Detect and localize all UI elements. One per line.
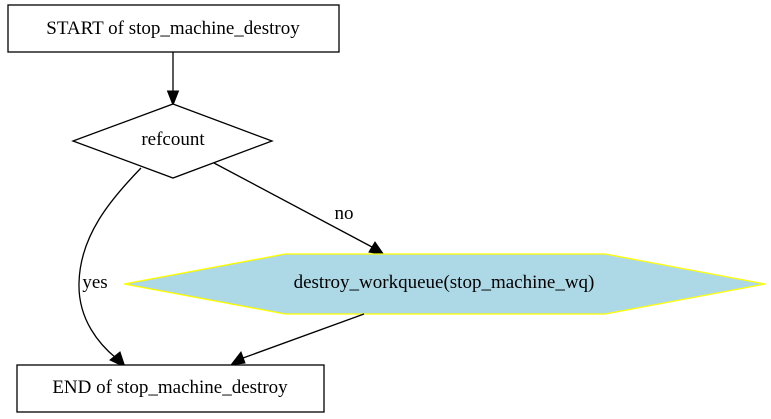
arrowhead bbox=[368, 241, 386, 256]
edge-start-to-refcount bbox=[166, 52, 180, 107]
arrowhead bbox=[166, 90, 180, 107]
end-node: END of stop_machine_destroy bbox=[16, 364, 325, 413]
start-node-label: START of stop_machine_destroy bbox=[46, 18, 300, 39]
destroy-workqueue-label: destroy_workqueue(stop_machine_wq) bbox=[294, 272, 595, 293]
end-node-box bbox=[16, 364, 325, 413]
destroy-workqueue-node: destroy_workqueue(stop_machine_wq) bbox=[123, 253, 766, 315]
end-node-label: END of stop_machine_destroy bbox=[52, 377, 288, 398]
refcount-diamond bbox=[71, 103, 274, 179]
arrowhead bbox=[109, 351, 126, 368]
refcount-decision-node: refcount bbox=[71, 103, 274, 179]
arrowhead bbox=[229, 350, 246, 366]
destroy-workqueue-hexagon bbox=[123, 253, 766, 315]
edge-refcount-no: no bbox=[213, 162, 386, 256]
edge-action-to-end bbox=[229, 313, 365, 366]
edge-refcount-yes: yes bbox=[78, 167, 142, 368]
edge-no-label: no bbox=[335, 203, 354, 224]
refcount-label: refcount bbox=[141, 129, 205, 150]
start-node-box bbox=[7, 4, 340, 53]
edge-yes-label: yes bbox=[82, 272, 107, 293]
start-node: START of stop_machine_destroy bbox=[7, 4, 340, 53]
